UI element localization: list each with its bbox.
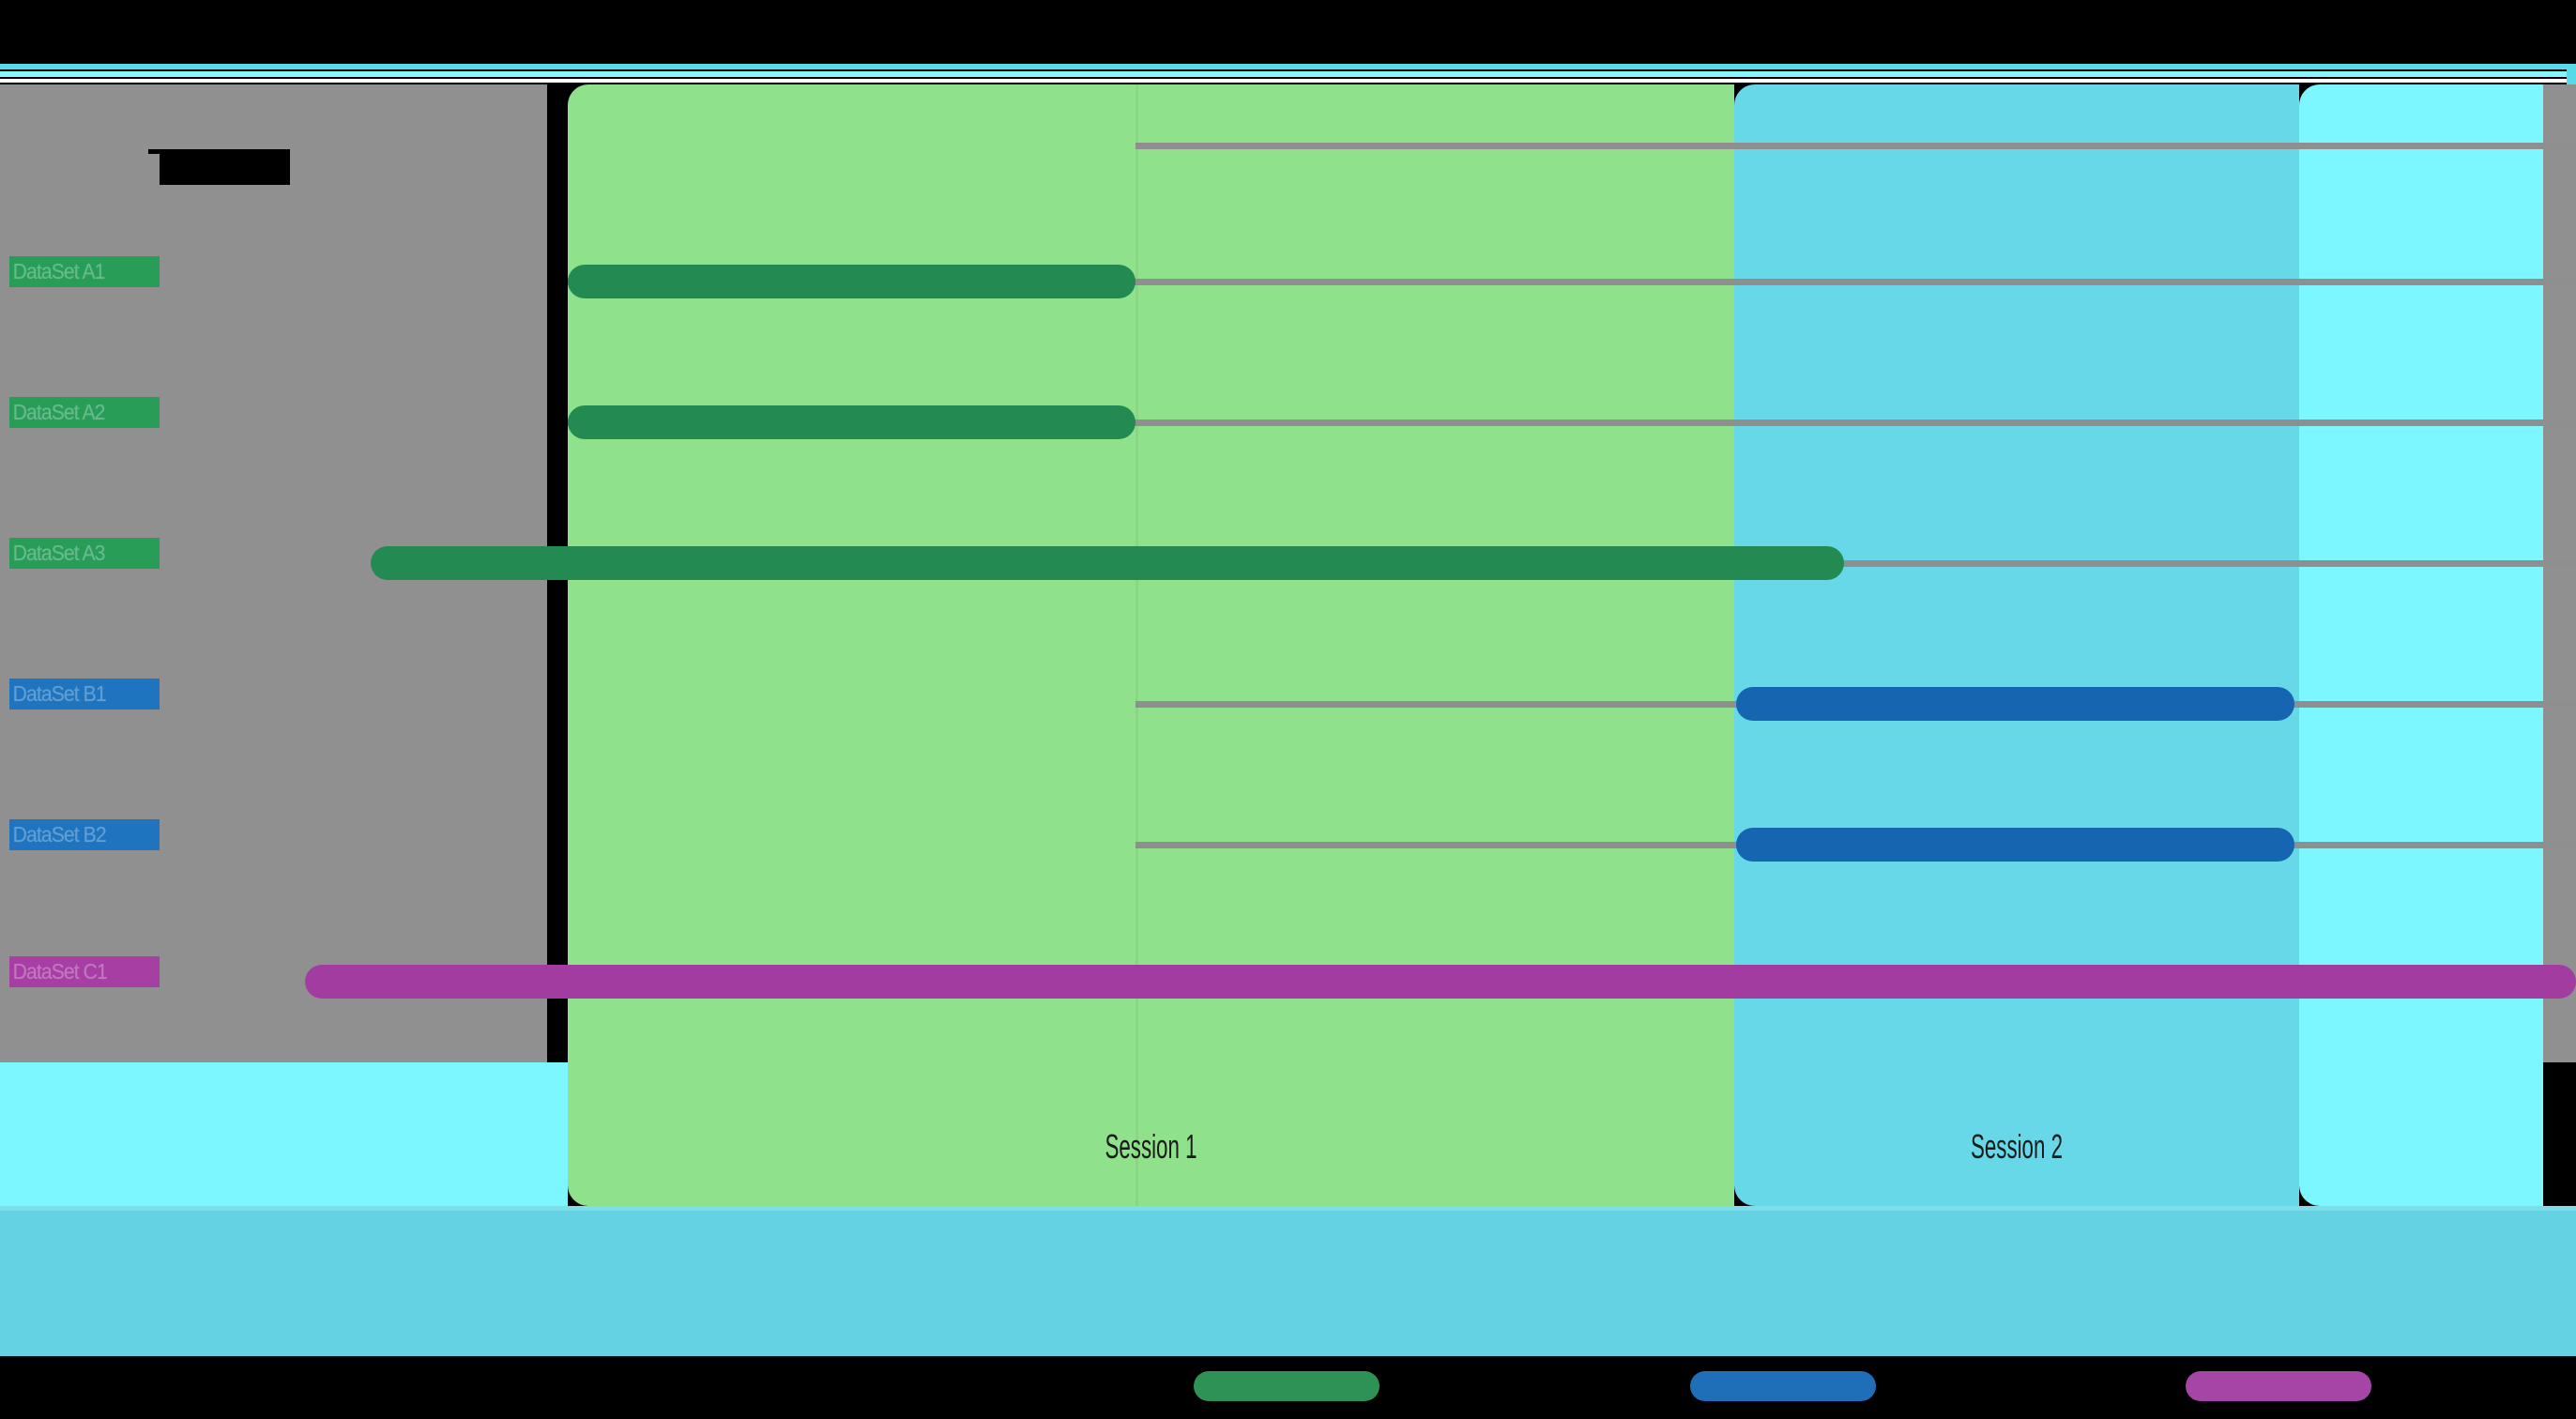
right-edge-panel: [2543, 84, 2576, 1062]
row-label-dataset-a3[interactable]: DataSet A3: [9, 538, 160, 569]
row-label-dataset-b1-text: DataSet B1: [12, 681, 107, 706]
legend-swatch-group-a[interactable]: [1194, 1371, 1379, 1401]
top-rule-right-cap: [2567, 64, 2576, 86]
row-label-dataset-b2[interactable]: DataSet B2: [9, 819, 160, 850]
top-rule-cyan-1: [0, 64, 2567, 69]
top-rule-cyan-2: [0, 71, 2567, 77]
session-band-2-label: Session 2: [1970, 1127, 2064, 1166]
top-rule-white: [0, 79, 2567, 83]
row-label-dataset-a3-text: DataSet A3: [12, 541, 106, 565]
task-bar-dataset-a1[interactable]: [568, 265, 1136, 298]
footer-strip-top-rule: [0, 1206, 2576, 1211]
chart-title-redacted: [148, 149, 290, 185]
task-bar-dataset-a3[interactable]: [371, 546, 1844, 580]
gridline-row-2: [568, 420, 2576, 426]
row-label-dataset-c1[interactable]: DataSet C1: [9, 956, 160, 987]
row-label-dataset-a1-text: DataSet A1: [12, 259, 106, 283]
footer-left-cyan-block: [0, 1062, 568, 1206]
legend-swatch-group-b[interactable]: [1690, 1371, 1876, 1401]
task-bar-dataset-b2[interactable]: [1736, 828, 2294, 862]
task-bar-dataset-c1[interactable]: [305, 965, 2576, 999]
task-bar-dataset-b1[interactable]: [1736, 687, 2294, 721]
session-band-1-label: Session 1: [1105, 1127, 1197, 1166]
row-label-dataset-b2-text: DataSet B2: [12, 822, 107, 847]
gridline-row-1: [568, 279, 2576, 285]
footer-strip: [0, 1206, 2576, 1356]
row-label-dataset-a1[interactable]: DataSet A1: [9, 256, 160, 287]
session-band-2[interactable]: Session 2: [1734, 84, 2299, 1206]
gridline-row-0: [1136, 143, 2576, 149]
session-band-3[interactable]: [2299, 84, 2543, 1206]
legend-swatch-group-c[interactable]: [2186, 1371, 2371, 1401]
row-label-dataset-c1-text: DataSet C1: [12, 959, 108, 984]
task-bar-dataset-a2[interactable]: [568, 405, 1136, 439]
session-1-internal-seam: [1136, 84, 1138, 1206]
row-label-dataset-b1[interactable]: DataSet B1: [9, 679, 160, 710]
row-label-dataset-a2[interactable]: DataSet A2: [9, 397, 160, 428]
row-label-dataset-a2-text: DataSet A2: [12, 400, 106, 424]
session-band-1[interactable]: Session 1: [568, 84, 1734, 1206]
